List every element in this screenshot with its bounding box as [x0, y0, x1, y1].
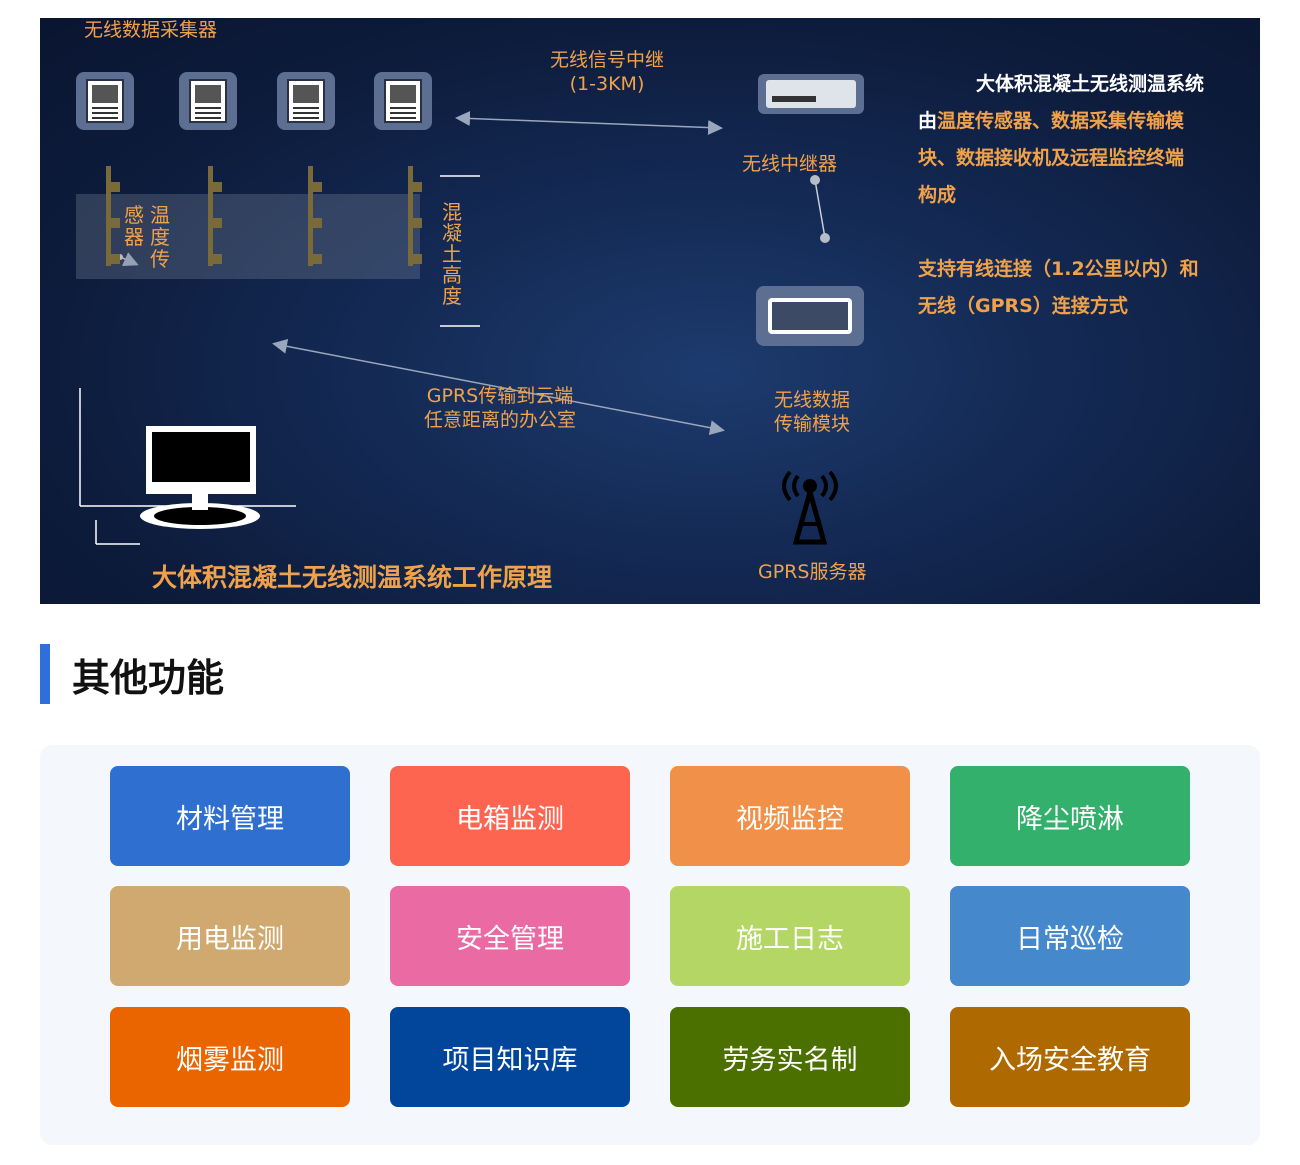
concrete-band [76, 194, 420, 279]
sensor-label-col1: 感器 [124, 203, 144, 249]
gprs-server-label: GPRS服务器 [758, 561, 867, 583]
feature-tile[interactable]: 项目知识库 [390, 1007, 630, 1107]
data-transfer-module-icon [756, 286, 864, 346]
feature-tile[interactable]: 入场安全教育 [950, 1007, 1190, 1107]
feature-tile[interactable]: 材料管理 [110, 766, 350, 866]
feature-tile[interactable]: 用电监测 [110, 886, 350, 986]
data-collector-icon [277, 72, 335, 130]
feature-grid: 材料管理 电箱监测 视频监控 降尘喷淋 用电监测 安全管理 施工日志 日常巡检 … [40, 745, 1260, 1145]
sensor-pole [106, 166, 111, 266]
feature-tile[interactable]: 安全管理 [390, 886, 630, 986]
data-collector-icon [374, 72, 432, 130]
feature-tile[interactable]: 电箱监测 [390, 766, 630, 866]
diagram-title: 大体积混凝土无线测温系统工作原理 [152, 563, 553, 592]
feature-tile[interactable]: 烟雾监测 [110, 1007, 350, 1107]
feature-tile[interactable]: 视频监控 [670, 766, 910, 866]
sensor-pole [308, 166, 313, 266]
height-label: 混凝土高度 [442, 200, 462, 308]
sensor-pole [408, 166, 413, 266]
data-collector-icon [76, 72, 134, 130]
feature-tile[interactable]: 降尘喷淋 [950, 766, 1190, 866]
section-heading: 其他功能 [40, 644, 224, 704]
feature-tile[interactable]: 施工日志 [670, 886, 910, 986]
module-label: 无线数据 传输模块 [773, 389, 850, 435]
gprs-tower-icon [782, 470, 838, 545]
feature-tile[interactable]: 日常巡检 [950, 886, 1190, 986]
section-accent-bar [40, 644, 50, 704]
sensor-label-col2: 温度 [150, 203, 170, 249]
relay-label: 无线信号中继 (1-3KM) [549, 49, 664, 95]
sensor-pole [208, 166, 213, 266]
connection-lines [79, 110, 830, 545]
repeater-label: 无线中继器 [742, 153, 838, 175]
sensor-label-col3: 传 [150, 247, 170, 271]
section-title: 其他功能 [72, 655, 225, 700]
gprs-transfer-label: GPRS传输到云端 任意距离的办公室 [423, 385, 576, 431]
system-description: 大体积混凝土无线测温系统 由温度传感器、数据采集传输模 块、数据接收机及远程监控… [918, 73, 1205, 317]
collector-label: 无线数据采集器 [84, 19, 218, 41]
system-diagram-banner: 无线数据采集器 无线信号中继 (1-3KM) 无线中继器 感器 温度 传 混凝土… [40, 18, 1260, 604]
wireless-repeater-icon [758, 74, 864, 114]
data-collector-icon [179, 72, 237, 130]
feature-tile[interactable]: 劳务实名制 [670, 1007, 910, 1107]
